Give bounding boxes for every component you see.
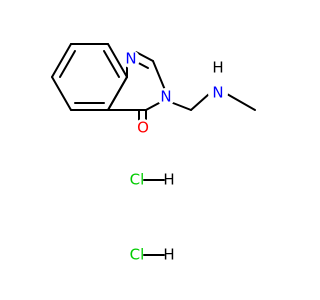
molecule-bonds — [51, 43, 256, 256]
bond-n3-c4 — [145, 102, 160, 111]
bond-benzene-6 — [51, 76, 72, 111]
bond-n1-c2-a — [135, 51, 154, 62]
mask-oxygen — [134, 119, 152, 137]
mask-nh — [208, 83, 228, 103]
mask-n3 — [157, 88, 175, 106]
salt-cl-1: Cl — [130, 171, 145, 189]
atom-labels: N N O H N Cl H Cl H — [122, 50, 228, 264]
atom-nh-n: N — [212, 84, 223, 102]
chemical-structure-diagram: N N O H N Cl H Cl H — [51, 43, 256, 264]
bond-benzene-inner-2 — [103, 50, 120, 78]
salt-cl-2: Cl — [130, 246, 145, 264]
bond-n3-ch2 — [172, 102, 192, 111]
salt-h-2: H — [163, 246, 174, 264]
atom-n3: N — [160, 88, 171, 106]
atom-n1: N — [125, 50, 136, 68]
bond-c2-n3 — [152, 60, 166, 91]
bond-benzene-1 — [51, 43, 72, 78]
atom-oxygen: O — [137, 119, 149, 137]
bond-ch2-nh — [190, 93, 210, 111]
bond-c8a-c4a — [107, 76, 128, 111]
bond-benzene-inner-1 — [59, 50, 76, 78]
salt-h-1: H — [163, 171, 174, 189]
atom-nh-h: H — [212, 59, 223, 77]
bond-nh-ch3 — [226, 93, 256, 111]
bond-benzene-3 — [107, 43, 128, 78]
mask-n1 — [122, 50, 140, 68]
